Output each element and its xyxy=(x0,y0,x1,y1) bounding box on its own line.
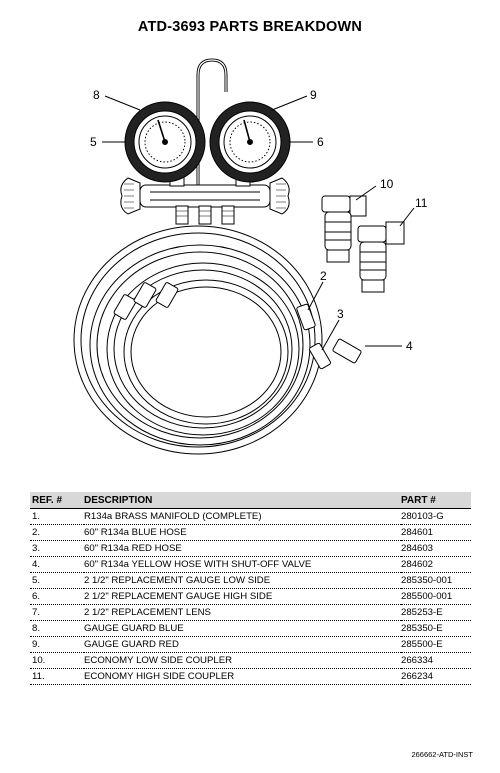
row-ref: 2. xyxy=(30,524,84,541)
row-ref: 8. xyxy=(30,620,84,637)
parts-diagram: 8 9 5 6 10 11 2 3 4 xyxy=(73,58,428,455)
row-part: 280103-G xyxy=(401,508,471,525)
callout-10: 10 xyxy=(380,177,394,191)
row-part: 284603 xyxy=(401,540,471,557)
row-description: 60" R134a RED HOSE xyxy=(84,540,401,557)
callout-3: 3 xyxy=(337,307,344,321)
row-description: ECONOMY HIGH SIDE COUPLER xyxy=(84,668,401,685)
row-description: GAUGE GUARD BLUE xyxy=(84,620,401,637)
row-description: 2 1/2" REPLACEMENT LENS xyxy=(84,604,401,621)
callout-6: 6 xyxy=(317,135,324,149)
header-ref: REF. # xyxy=(30,492,84,509)
row-part: 266234 xyxy=(401,668,471,685)
row-description: 2 1/2" REPLACEMENT GAUGE LOW SIDE xyxy=(84,572,401,589)
parts-table: REF. # DESCRIPTION PART # 1.R134a BRASS … xyxy=(30,492,471,685)
row-part: 285350-E xyxy=(401,620,471,637)
callout-4: 4 xyxy=(406,339,413,353)
row-part: 285500-001 xyxy=(401,588,471,605)
row-ref: 6. xyxy=(30,588,84,605)
row-description: 2 1/2" REPLACEMENT GAUGE HIGH SIDE xyxy=(84,588,401,605)
table-row: 4.60" R134a YELLOW HOSE WITH SHUT-OFF VA… xyxy=(30,556,471,573)
row-ref: 11. xyxy=(30,668,84,685)
row-ref: 3. xyxy=(30,540,84,557)
row-part: 266334 xyxy=(401,652,471,669)
row-description: 60" R134a YELLOW HOSE WITH SHUT-OFF VALV… xyxy=(84,556,401,573)
row-ref: 1. xyxy=(30,508,84,525)
row-part: 285350-001 xyxy=(401,572,471,589)
row-ref: 4. xyxy=(30,556,84,573)
page-title: ATD-3693 PARTS BREAKDOWN xyxy=(137,19,363,35)
row-part: 284601 xyxy=(401,524,471,541)
row-description: ECONOMY LOW SIDE COUPLER xyxy=(84,652,401,669)
row-ref: 5. xyxy=(30,572,84,589)
row-description: GAUGE GUARD RED xyxy=(84,636,401,653)
row-part: 285253-E xyxy=(401,604,471,621)
row-part: 285500-E xyxy=(401,636,471,653)
table-row: 1.R134a BRASS MANIFOLD (COMPLETE)280103-… xyxy=(30,508,471,525)
row-ref: 9. xyxy=(30,636,84,653)
header-description: DESCRIPTION xyxy=(84,492,401,509)
callout-9: 9 xyxy=(310,88,317,102)
row-description: R134a BRASS MANIFOLD (COMPLETE) xyxy=(84,508,401,525)
callout-8: 8 xyxy=(93,88,100,102)
row-part: 284602 xyxy=(401,556,471,573)
callout-11: 11 xyxy=(415,196,428,210)
callout-5: 5 xyxy=(90,135,97,149)
table-header-row: REF. # DESCRIPTION PART # xyxy=(30,492,471,509)
header-part: PART # xyxy=(401,492,471,509)
row-description: 60" R134a BLUE HOSE xyxy=(84,524,401,541)
callout-2: 2 xyxy=(320,269,327,283)
row-ref: 7. xyxy=(30,604,84,621)
row-ref: 10. xyxy=(30,652,84,669)
document-code: 266662-ATD-INST xyxy=(411,750,473,759)
